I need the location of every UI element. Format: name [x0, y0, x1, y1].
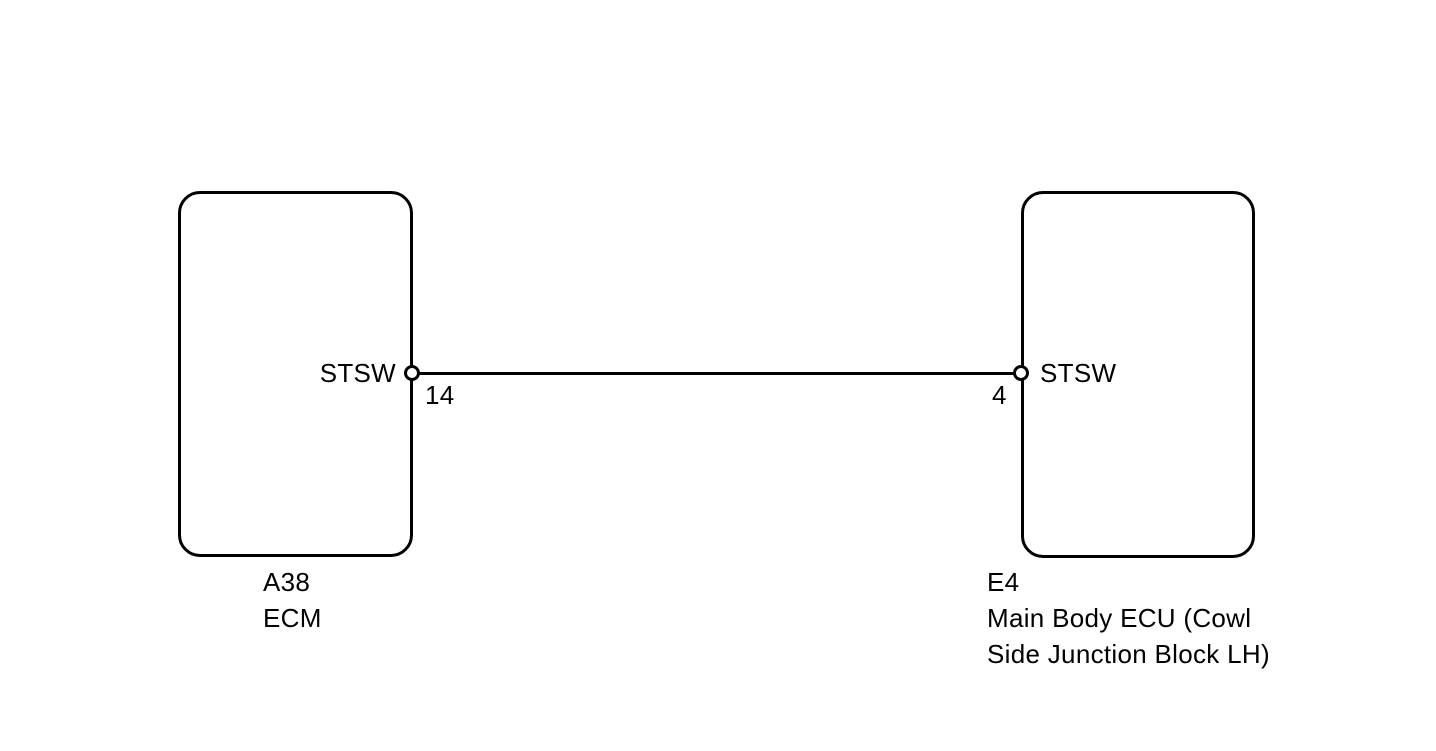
- pin-signal-label-left: STSW: [319, 358, 396, 388]
- pin-number-right: 4: [992, 380, 1007, 410]
- component-label-e4: E4 Main Body ECU (Cowl Side Junction Blo…: [987, 564, 1299, 672]
- connector-code-left: A38: [263, 567, 311, 597]
- wire-stsw: [412, 372, 1022, 375]
- pin-number-left: 14: [425, 380, 455, 410]
- terminal-circle-a38-pin-14: [404, 365, 420, 381]
- terminal-circle-e4-pin-4: [1013, 365, 1029, 381]
- component-name-right: Main Body ECU (Cowl Side Junction Block …: [987, 603, 1270, 669]
- component-name-left: ECM: [263, 603, 322, 633]
- component-label-a38: A38 ECM: [263, 564, 322, 636]
- pin-signal-label-right: STSW: [1040, 358, 1117, 388]
- connector-code-right: E4: [987, 567, 1020, 597]
